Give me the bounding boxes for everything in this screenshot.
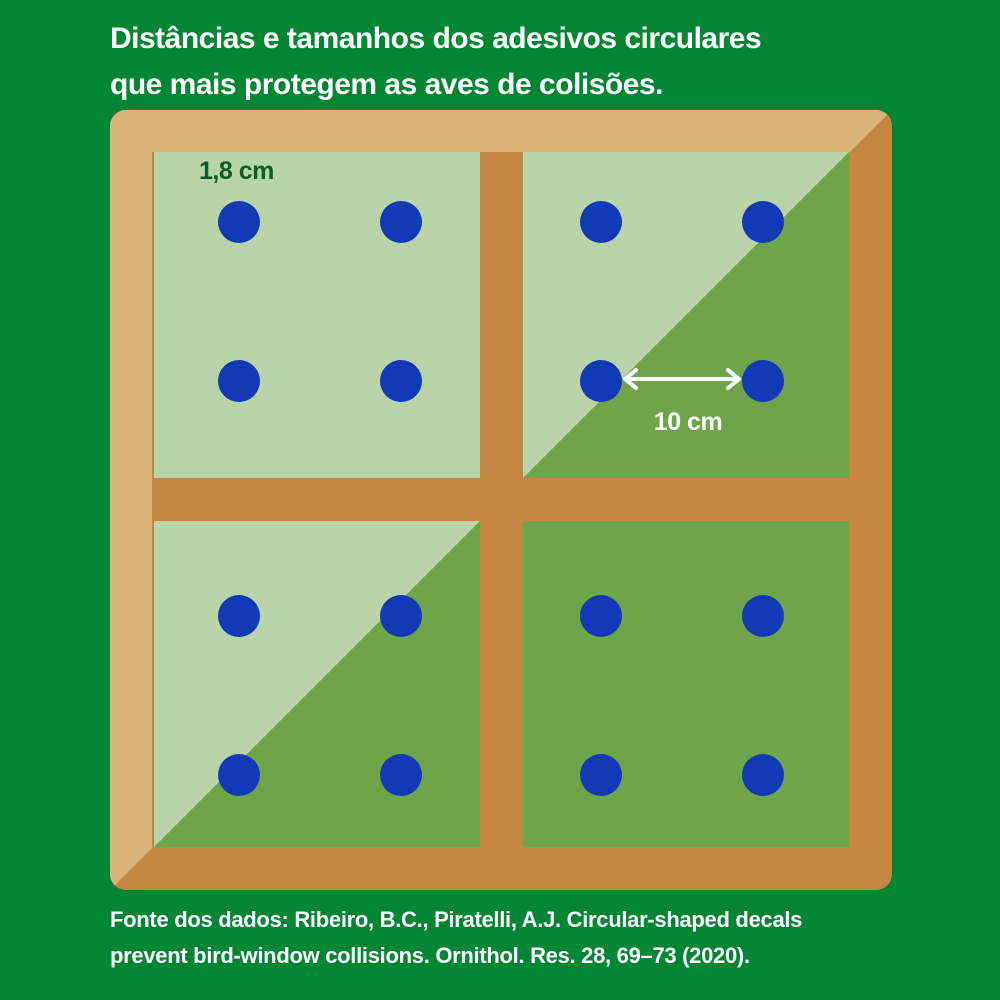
arrow-head-right xyxy=(726,368,741,390)
decal xyxy=(218,360,260,402)
decal xyxy=(218,201,260,243)
title-line-2: que mais protegem as aves de colisões. xyxy=(110,68,663,101)
page-title: Distâncias e tamanhos dos adesivos circu… xyxy=(110,16,970,108)
decal xyxy=(380,201,422,243)
decal xyxy=(742,360,784,402)
arrow-head-left xyxy=(623,368,638,390)
decal-size-label: 1,8 cm xyxy=(199,157,274,185)
title-line-1: Distâncias e tamanhos dos adesivos circu… xyxy=(110,22,762,55)
source-line-1: Fonte dos dados: Ribeiro, B.C., Piratell… xyxy=(110,907,803,932)
decal xyxy=(380,595,422,637)
decal xyxy=(580,595,622,637)
decal xyxy=(580,360,622,402)
decal xyxy=(742,595,784,637)
decal xyxy=(742,201,784,243)
decals xyxy=(218,201,784,796)
pane-glass xyxy=(154,152,480,478)
source-line-2: prevent bird-window collisions. Ornithol… xyxy=(110,943,750,968)
decal xyxy=(380,754,422,796)
decal xyxy=(580,201,622,243)
distance-arrow xyxy=(623,368,741,390)
horizontal-mullion xyxy=(152,478,850,521)
decal xyxy=(742,754,784,796)
pane-glass xyxy=(523,521,849,847)
decal-distance-label: 10 cm xyxy=(654,408,722,436)
pane-bottom-right xyxy=(523,521,849,847)
source-citation: Fonte dos dados: Ribeiro, B.C., Piratell… xyxy=(110,902,970,974)
pane-bottom-left xyxy=(154,521,480,847)
decal xyxy=(580,754,622,796)
pane-top-left xyxy=(154,152,480,478)
decal xyxy=(218,595,260,637)
decal xyxy=(218,754,260,796)
decal xyxy=(380,360,422,402)
